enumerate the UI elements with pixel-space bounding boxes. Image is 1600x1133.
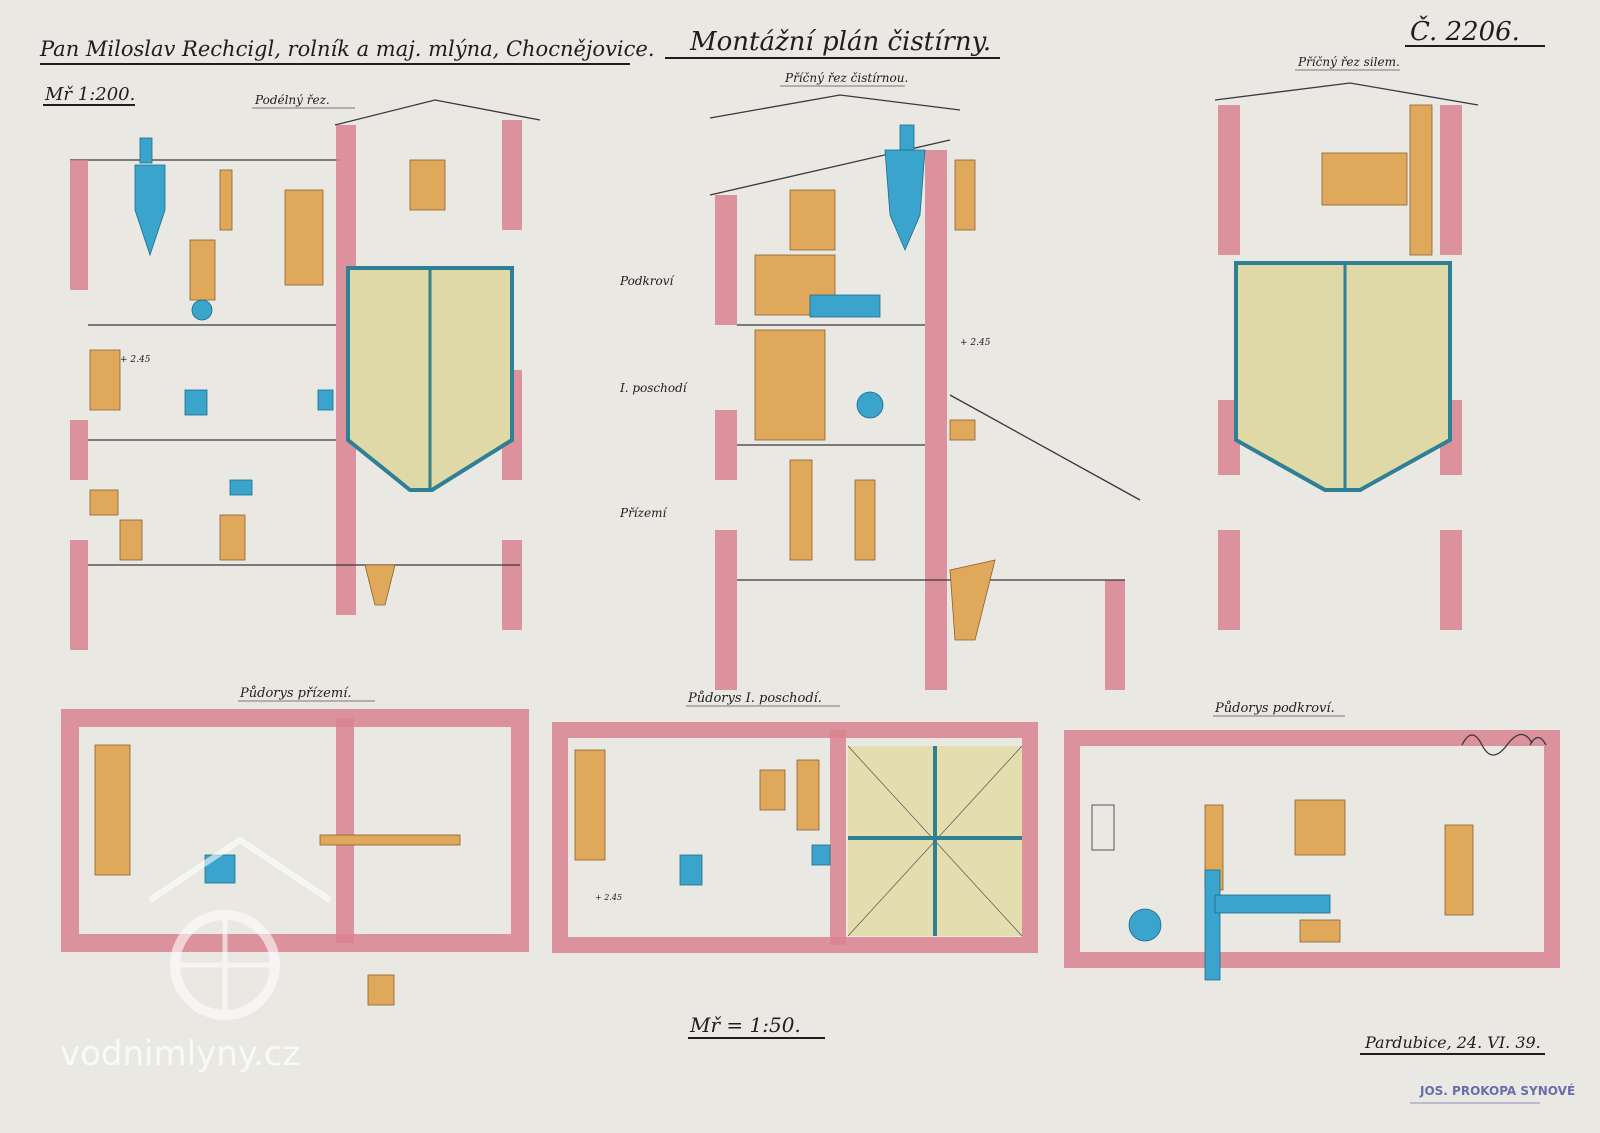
plan-first-floor: + 2.45 xyxy=(552,722,1038,953)
cross-section-silo xyxy=(1214,82,1479,630)
plan-ground-floor xyxy=(61,709,529,1006)
dimension-label: + 2.45 xyxy=(960,338,991,348)
drawing-title: Montážní plán čistírny. xyxy=(689,27,991,57)
plan-attic xyxy=(1064,730,1560,981)
section-title-longitudinal: Podélný řez. xyxy=(254,93,330,107)
scale-top: Mř 1:200. xyxy=(44,84,135,105)
place-date: Pardubice, 24. VI. 39. xyxy=(1364,1033,1541,1052)
plan-title-first: Půdorys I. poschodí. xyxy=(687,690,822,706)
longitudinal-section: + 2.45 xyxy=(70,99,541,650)
client-heading: Pan Miloslav Rechcigl, rolník a maj. mlý… xyxy=(39,37,655,61)
floor-label-first: I. poschodí xyxy=(619,381,689,395)
approval-signature xyxy=(1461,733,1547,756)
drawing-number: Č. 2206. xyxy=(1410,15,1520,47)
section-title-cross-cleaning: Příčný řez čistírnou. xyxy=(784,71,908,85)
floor-label-ground: Přízemí xyxy=(619,506,668,520)
section-title-cross-silo: Příčný řez silem. xyxy=(1297,55,1400,69)
cross-section-cleaning: Podkroví I. poschodí Přízemí + 2.45 xyxy=(619,94,1141,690)
dimension-label: + 2.45 xyxy=(120,355,151,365)
floor-label-attic: Podkroví xyxy=(619,274,676,288)
scale-bottom: Mř = 1:50. xyxy=(689,1013,801,1037)
plan-title-ground: Půdorys přízemí. xyxy=(239,685,351,701)
company-stamp: JOS. PROKOPA SYNOVÉ xyxy=(1419,1083,1575,1098)
dimension-label: + 2.45 xyxy=(595,893,622,902)
watermark-logo xyxy=(148,836,332,1020)
plan-title-attic: Půdorys podkroví. xyxy=(1214,700,1335,716)
watermark-text: vodnimlyny.cz xyxy=(60,1034,300,1074)
